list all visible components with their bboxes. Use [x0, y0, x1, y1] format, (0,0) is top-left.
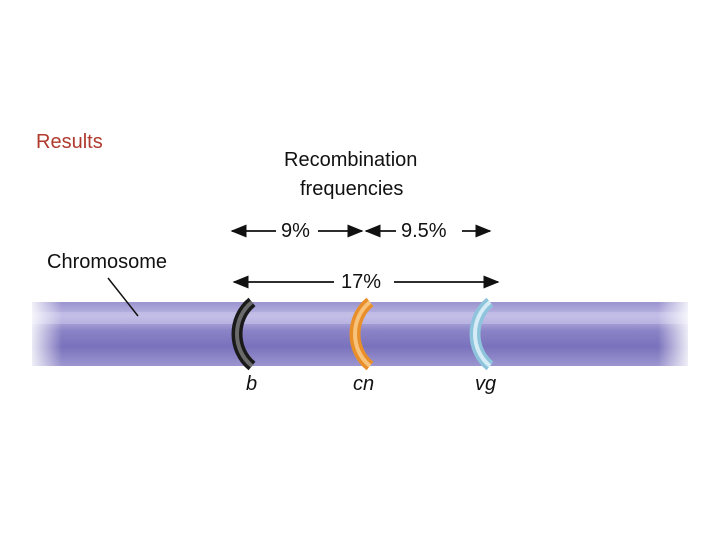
- frequency-cn-vg-label: 9.5%: [401, 220, 447, 242]
- gene-band-vg: [469, 297, 494, 371]
- chromosome-right-fade: [658, 302, 688, 366]
- gene-label-cn: cn: [353, 373, 375, 395]
- gene-band-cn: [349, 297, 374, 371]
- chromosome-label: Chromosome: [47, 251, 168, 273]
- chromosome-left-fade: [32, 302, 62, 366]
- results-heading: Results: [36, 131, 103, 153]
- frequency-b-cn-label: 9%: [281, 220, 310, 242]
- diagram-title-line2: frequencies: [300, 178, 404, 200]
- gene-label-b: b: [246, 373, 258, 395]
- gene-label-vg: vg: [475, 373, 497, 395]
- frequency-b-vg-label: 17%: [341, 271, 382, 293]
- chromosome-leader-line: [107, 277, 139, 317]
- diagram-title-line1: Recombination: [284, 149, 418, 171]
- gene-band-b: [231, 297, 256, 371]
